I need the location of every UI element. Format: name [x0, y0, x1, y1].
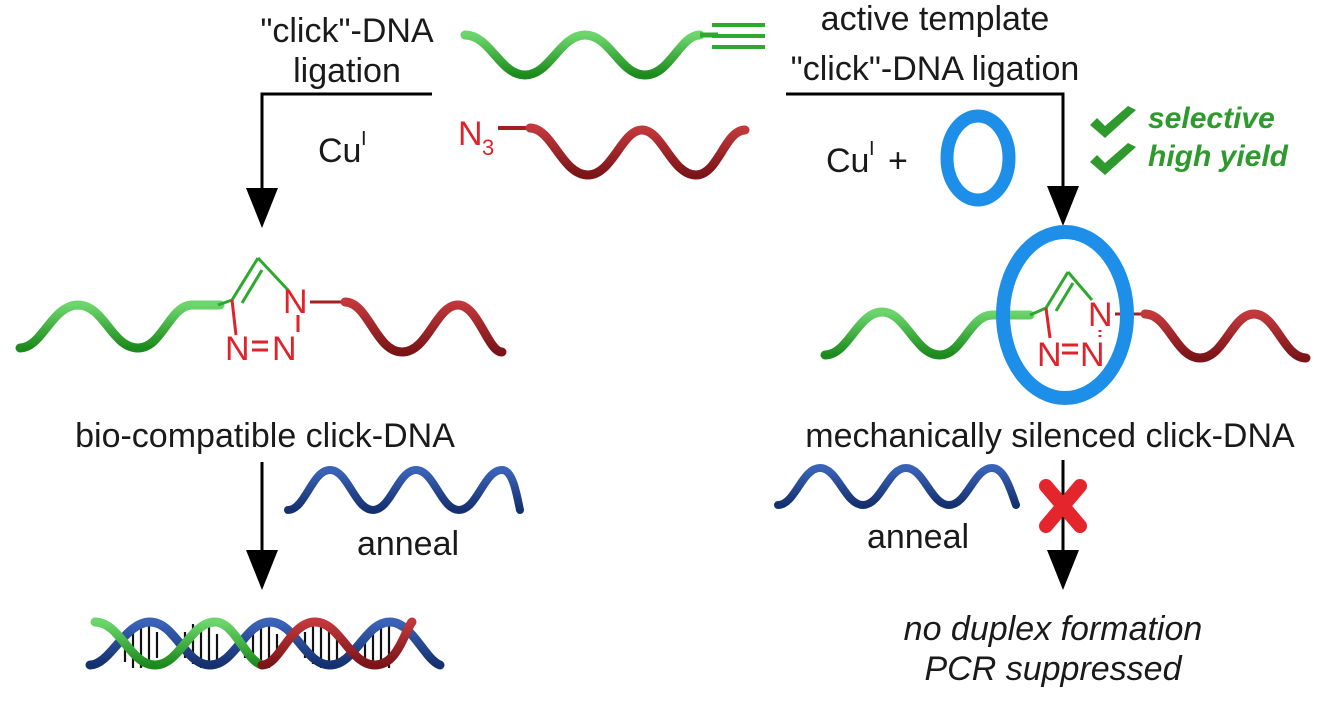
right-reagent: Cu I +: [826, 138, 908, 180]
right-product-label: mechanically silenced click-DNA: [805, 417, 1295, 455]
cross-icon: [1039, 479, 1087, 533]
right-reagent-oxidation: I: [869, 138, 875, 160]
right-anneal-label: anneal: [867, 518, 969, 556]
left-anneal-label: anneal: [357, 525, 459, 563]
check-icon: [1090, 106, 1136, 138]
left-reagent-oxidation: I: [361, 128, 367, 150]
left-product-red-strand: [340, 297, 507, 357]
azide-n-label: N: [458, 115, 483, 153]
check-icon: [1090, 143, 1136, 175]
benefit-high-yield: high yield: [1148, 140, 1289, 173]
left-triazole-n1: N: [283, 283, 308, 321]
left-title-line1: "click"-DNA: [260, 12, 434, 50]
left-reagent-cu: Cu: [318, 132, 361, 170]
right-triazole-n1: N: [1088, 296, 1113, 334]
right-triazole-n3: N: [1080, 336, 1105, 374]
left-product-label: bio-compatible click-DNA: [75, 417, 455, 455]
azide-subscript: 3: [482, 135, 494, 160]
alkyne-triple-bond: [712, 23, 765, 49]
left-reaction-arrow: [246, 92, 432, 228]
right-reagent-cu: Cu: [826, 142, 869, 180]
alkyne-strand: [460, 30, 718, 80]
right-outcome-line1: no duplex formation: [904, 610, 1203, 648]
left-triazole-n3: N: [272, 330, 297, 368]
right-reaction-arrow: [786, 92, 1079, 226]
left-reagent: Cu I: [318, 128, 367, 170]
macrocycle-ring-icon: [996, 225, 1134, 405]
right-product-green-strand: [820, 307, 1035, 360]
benefit-selective: selective: [1148, 102, 1275, 135]
right-complement-strand: [774, 463, 1020, 510]
right-title-line1: active template: [821, 0, 1050, 38]
left-duplex: [85, 617, 445, 670]
left-anneal-arrow: [246, 462, 278, 590]
left-triazole-n2: N: [225, 330, 250, 368]
left-product-green-strand: [15, 300, 225, 353]
left-triazole-ring: [217, 256, 345, 352]
right-title-line2: "click"-DNA ligation: [791, 50, 1080, 88]
right-product-red-strand: [1140, 309, 1311, 363]
right-reagent-plus: +: [888, 142, 908, 180]
macrocycle-ring-icon: [940, 109, 1016, 207]
left-title-line2: ligation: [293, 52, 401, 90]
azide-strand: [498, 123, 750, 180]
right-outcome-line2: PCR suppressed: [924, 650, 1182, 688]
right-triazole-n2: N: [1037, 336, 1062, 374]
left-complement-strand: [284, 465, 524, 515]
